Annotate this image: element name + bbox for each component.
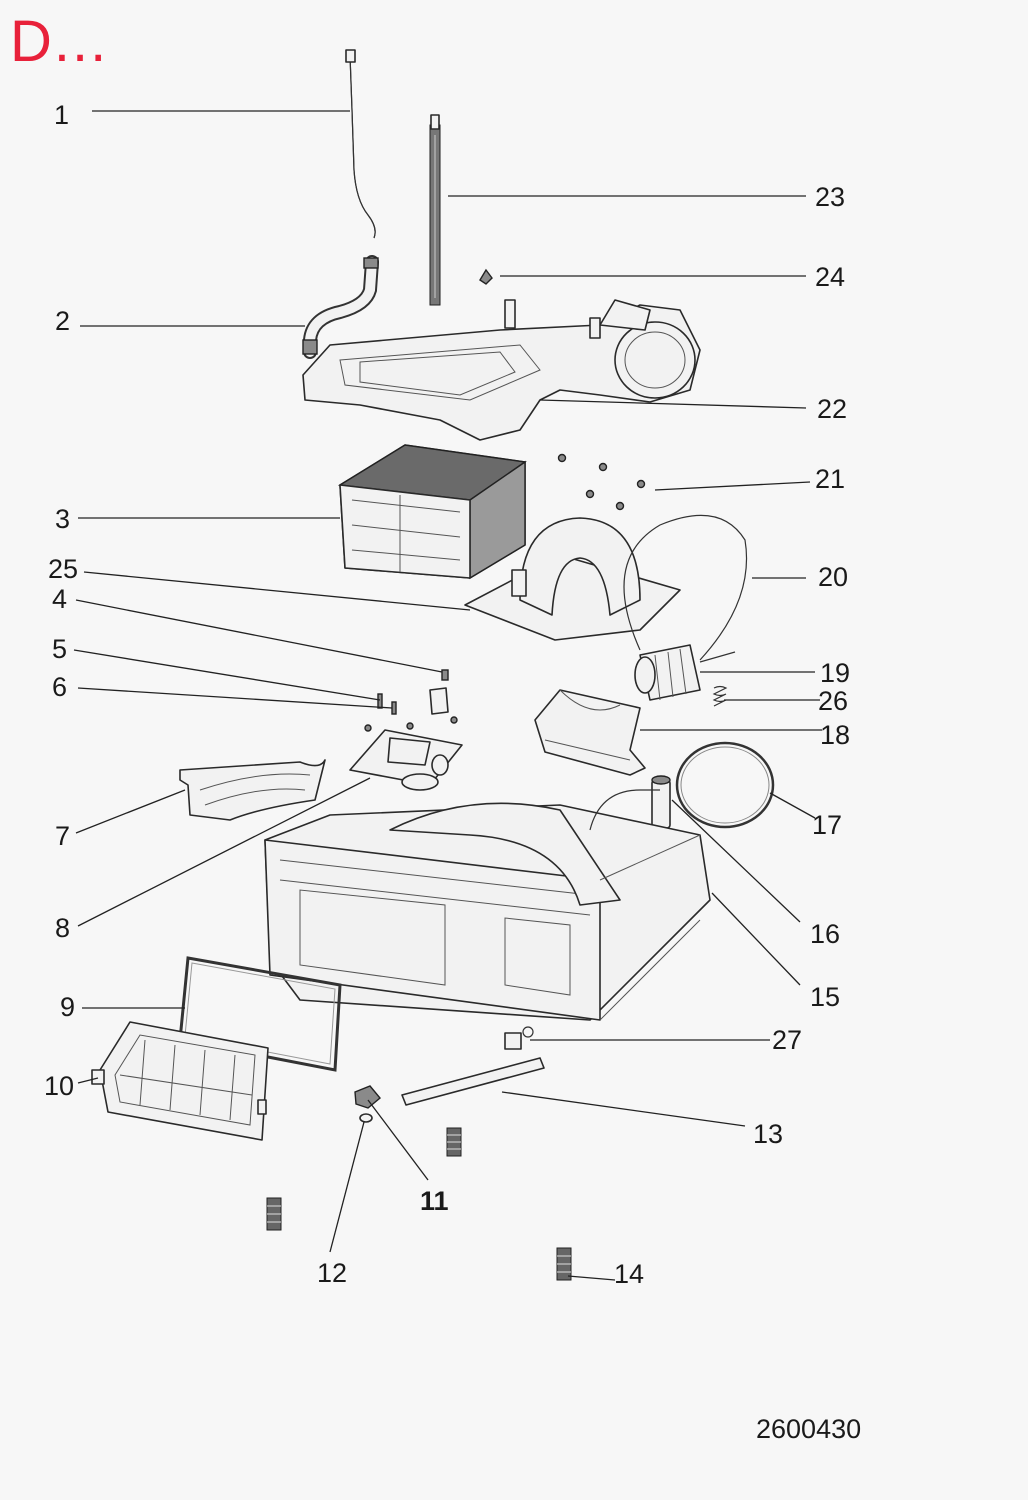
callout-12: 12 xyxy=(317,1258,347,1288)
part-22-duct-housing xyxy=(302,299,701,441)
part-23-rod xyxy=(429,114,441,306)
callout-5: 5 xyxy=(52,634,67,664)
callout-27: 27 xyxy=(772,1025,802,1055)
part-21-screws xyxy=(557,453,646,511)
callout-2: 2 xyxy=(55,306,70,336)
part-1-drain-tube xyxy=(345,49,376,239)
callout-1: 1 xyxy=(54,100,69,130)
part-16-capacitor xyxy=(651,775,671,829)
callout-24: 24 xyxy=(815,262,845,292)
part-18-motor-bracket xyxy=(534,689,646,776)
foot-1 xyxy=(446,1127,462,1157)
part-26-spring xyxy=(712,685,728,707)
part-17-belt xyxy=(675,741,775,829)
part-14-feet xyxy=(266,1127,572,1281)
callout-20: 20 xyxy=(818,562,848,592)
callout-17: 17 xyxy=(812,810,842,840)
callout-18: 18 xyxy=(820,720,850,750)
part-3-heat-exchanger xyxy=(337,444,527,580)
part-2-elbow-hose xyxy=(302,255,379,359)
part-25-fan-shroud xyxy=(464,517,681,641)
part-10-filter-cassette xyxy=(91,1021,269,1141)
part-7-curved-plate xyxy=(179,759,326,821)
callout-14: 14 xyxy=(614,1259,644,1289)
callout-6: 6 xyxy=(52,672,67,702)
callout-23: 23 xyxy=(815,182,845,212)
part-8-pump-assembly xyxy=(349,729,463,791)
callout-25: 25 xyxy=(48,554,78,584)
document-number: 2600430 xyxy=(756,1414,862,1444)
part-20-cable xyxy=(623,514,748,661)
callout-21: 21 xyxy=(815,464,845,494)
part-11-nut xyxy=(354,1085,381,1109)
part-13-rod xyxy=(401,1057,545,1106)
callout-labels: 1 2 3 4 5 6 7 8 9 10 11 12 13 14 15 16 1… xyxy=(44,100,850,1289)
callout-22: 22 xyxy=(817,394,847,424)
callout-26: 26 xyxy=(818,686,848,716)
callout-8: 8 xyxy=(55,913,70,943)
part-24-clip xyxy=(479,268,493,285)
callout-10: 10 xyxy=(44,1071,74,1101)
parts-4-5-6-fasteners xyxy=(364,669,458,732)
foot-3 xyxy=(556,1247,572,1281)
foot-2 xyxy=(266,1197,282,1231)
part-9-gasket xyxy=(178,956,342,1072)
part-27-fitting xyxy=(504,1026,534,1050)
part-19-motor xyxy=(634,644,736,701)
callout-15: 15 xyxy=(810,982,840,1012)
part-15-base-frame xyxy=(264,789,711,1021)
callout-3: 3 xyxy=(55,504,70,534)
callout-11: 11 xyxy=(420,1186,449,1216)
leader-lines xyxy=(73,110,822,1281)
callout-16: 16 xyxy=(810,919,840,949)
part-12-cap xyxy=(359,1113,373,1123)
callout-7: 7 xyxy=(55,821,70,851)
callout-4: 4 xyxy=(52,584,67,614)
diagram-title: D... xyxy=(10,9,109,74)
callout-13: 13 xyxy=(753,1119,783,1149)
callout-9: 9 xyxy=(60,992,75,1022)
callout-19: 19 xyxy=(820,658,850,688)
